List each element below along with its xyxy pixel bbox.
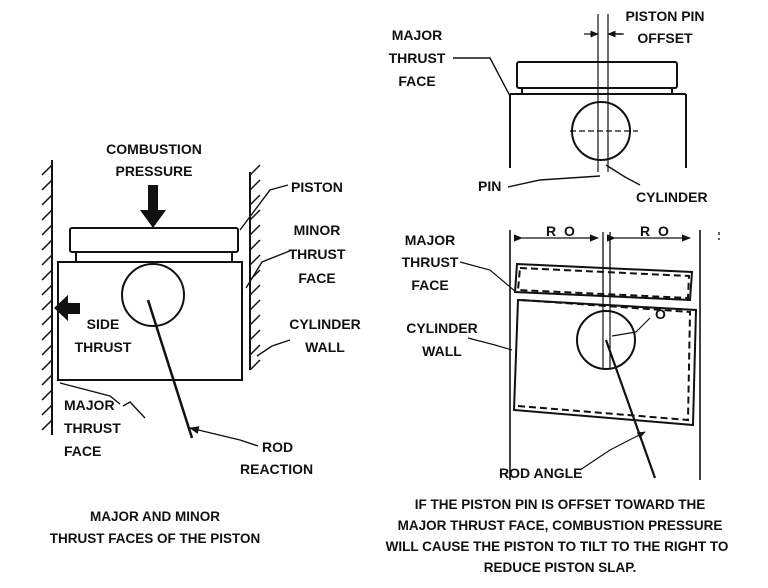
caption-left-line1: MAJOR AND MINOR: [90, 509, 220, 524]
combustion-pressure-arrow: [140, 185, 166, 228]
caption-right-line1: IF THE PISTON PIN IS OFFSET TOWARD THE: [414, 497, 706, 512]
label-rod-angle: ROD ANGLE: [499, 465, 583, 481]
leader-bottom-wall: [467, 337, 513, 351]
bottom-tilted-piston: [512, 262, 698, 427]
label-top-pin: PIN: [478, 178, 502, 194]
label-minor-thrust: THRUST: [288, 246, 346, 262]
leader-top-major: [453, 57, 511, 97]
left-cylinder-wall-left: [41, 160, 53, 435]
label-o: O: [655, 306, 666, 322]
label-top-face: FACE: [398, 73, 436, 89]
leader-minor-thrust: [245, 249, 293, 289]
label-rod: ROD: [262, 439, 294, 455]
leader-top-cylinder: [605, 164, 641, 186]
label-cylinder: CYLINDER: [289, 316, 361, 332]
leader-o: [611, 317, 651, 337]
label-side-thrust: THRUST: [74, 339, 132, 355]
caption-right-line4: REDUCE PISTON SLAP.: [483, 560, 637, 575]
label-top-thrust: THRUST: [388, 50, 446, 66]
leader-piston: [239, 184, 289, 231]
label-offset: OFFSET: [637, 30, 693, 46]
label-bottom-thrust: THRUST: [401, 254, 459, 270]
bottom-cylinder-walls: [509, 230, 701, 480]
leader-top-pin: [507, 175, 601, 188]
leader-cylinder-wall: [256, 339, 291, 357]
label-bottom-major: MAJOR: [404, 232, 456, 248]
label-top-major: MAJOR: [391, 27, 443, 43]
label-bottom-cylinder: CYLINDER: [406, 320, 478, 336]
label-bottom-face: FACE: [411, 277, 449, 293]
label-piston: PISTON: [291, 179, 343, 195]
label-pressure: PRESSURE: [115, 163, 193, 179]
left-connecting-rod: [146, 299, 194, 439]
left-cylinder-wall-right: [249, 164, 261, 371]
leader-major-thrust-2: [122, 401, 146, 419]
label-ro-right: R O: [640, 223, 671, 239]
leader-rod-reaction: [189, 426, 259, 447]
label-major-face: FACE: [64, 443, 102, 459]
bottom-rod: [604, 339, 657, 479]
label-top-cylinder: CYLINDER: [636, 189, 708, 205]
left-piston: [57, 227, 243, 381]
side-thrust-arrow: [54, 295, 80, 321]
label-minor-face: FACE: [298, 270, 336, 286]
label-reaction: REACTION: [240, 461, 314, 477]
label-piston-pin: PISTON PIN: [625, 8, 705, 24]
caption-right-line3: WILL CAUSE THE PISTON TO TILT TO THE RIG…: [385, 539, 729, 554]
caption-left-line2: THRUST FACES OF THE PISTON: [49, 531, 261, 546]
caption-right-line2: MAJOR THRUST FACE, COMBUSTION PRESSURE: [397, 518, 723, 533]
label-ro-left: R O: [546, 223, 577, 239]
leader-major-thrust-1: [59, 382, 121, 405]
label-major: MAJOR: [64, 397, 115, 413]
left-piston-pin: [121, 263, 185, 327]
label-wall: WALL: [305, 339, 345, 355]
label-bottom-wall: WALL: [422, 343, 462, 359]
label-major-thrust: THRUST: [64, 420, 121, 436]
leader-bottom-major: [459, 261, 517, 293]
label-minor: MINOR: [293, 222, 341, 238]
bottom-piston-pin: [576, 310, 636, 370]
leader-rod-angle: [579, 431, 646, 471]
label-combustion: COMBUSTION: [106, 141, 202, 157]
label-side: SIDE: [86, 316, 120, 332]
ro-dimensions: [513, 232, 720, 300]
